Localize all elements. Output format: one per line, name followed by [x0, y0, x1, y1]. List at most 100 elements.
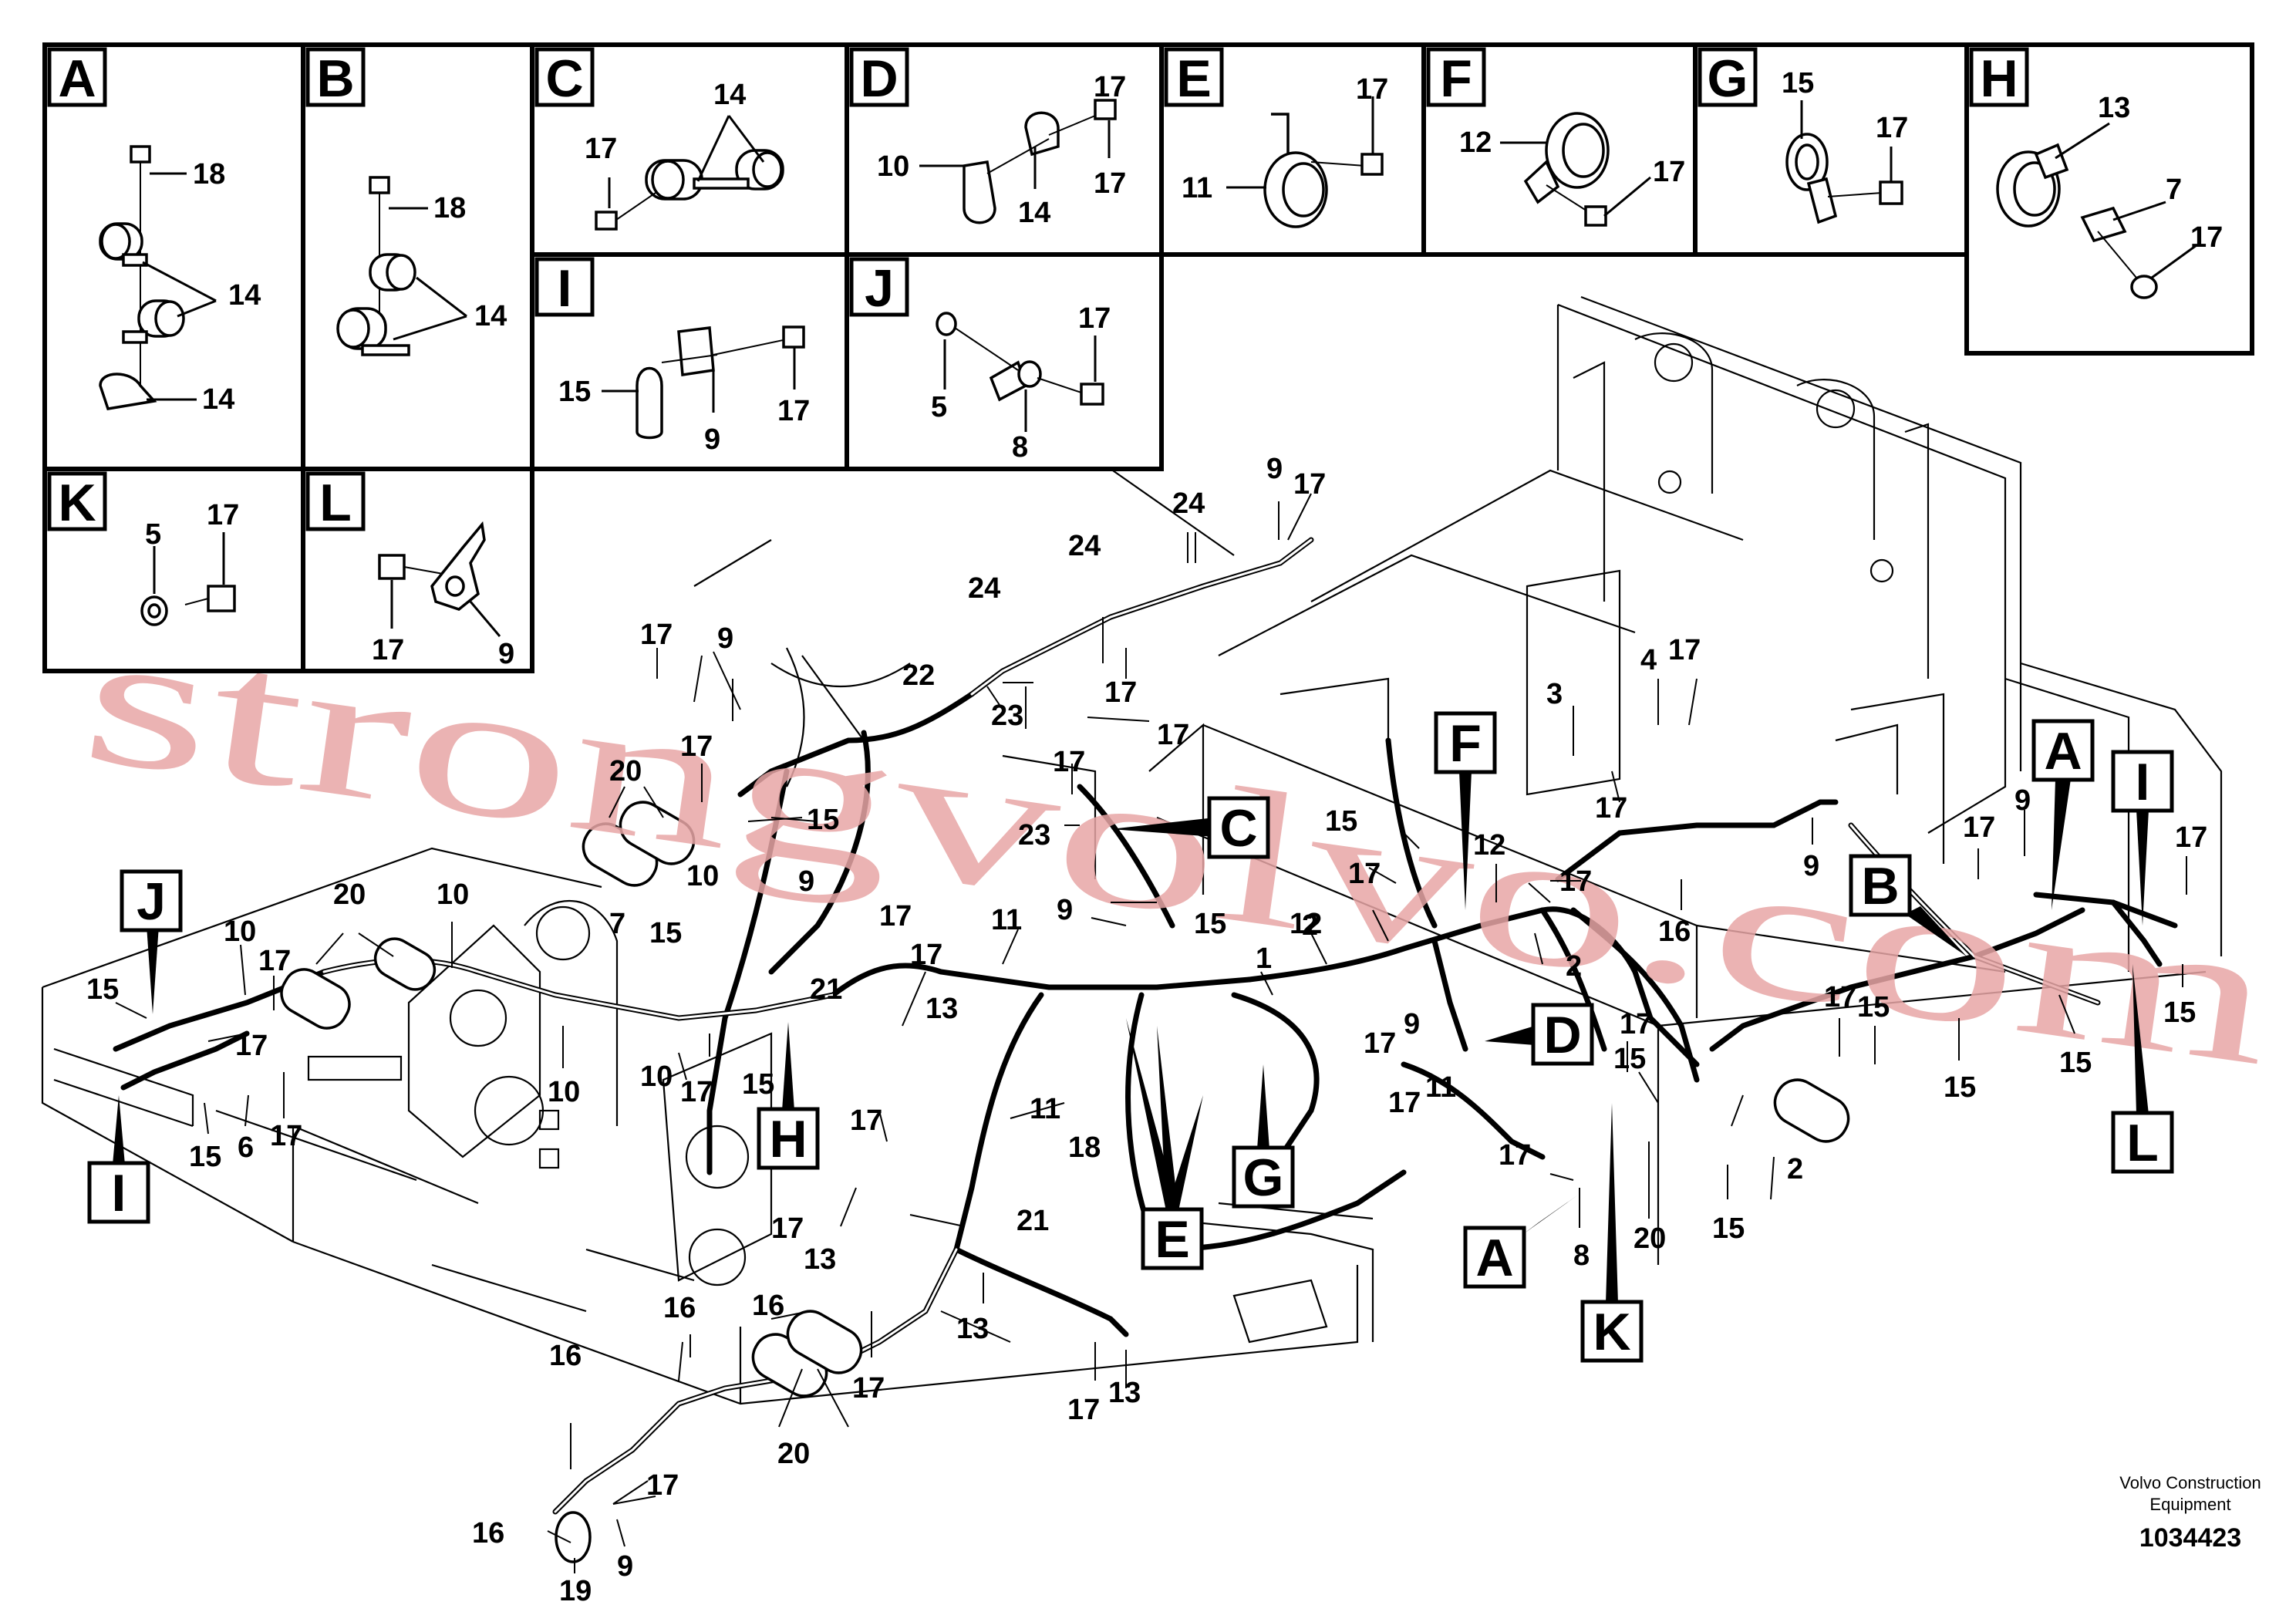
label-l-9: 9 [498, 638, 514, 670]
label-24: 24 [1068, 530, 1101, 562]
label-15: 15 [86, 973, 119, 1006]
callout-a-middle: A [1475, 1229, 1513, 1287]
label-17: 17 [1559, 865, 1592, 898]
panel-h-clamp: 13 7 17 [1996, 92, 2223, 299]
panel-letter-l: L [319, 474, 352, 532]
label-d-14: 14 [1018, 197, 1050, 229]
panel-j-clamp: 17 5 8 [931, 302, 1111, 464]
label-17: 17 [1293, 468, 1326, 501]
label-9: 9 [1404, 1008, 1420, 1040]
label-21: 21 [810, 973, 842, 1006]
callout-k: K [1593, 1303, 1630, 1361]
label-16: 16 [472, 1517, 504, 1549]
panel-letter-c: C [545, 49, 583, 108]
label-17: 17 [1104, 676, 1137, 709]
panel-d-clamps: 10 17 14 17 [877, 71, 1126, 229]
label-17: 17 [646, 1469, 679, 1502]
label-17: 17 [1348, 858, 1381, 890]
panel-letter-j: J [865, 259, 894, 318]
label-e-17: 17 [1356, 73, 1388, 106]
label-23: 23 [991, 700, 1023, 732]
callout-e: E [1155, 1210, 1189, 1269]
label-e-11: 11 [1182, 172, 1212, 204]
panel-a-clamps: 18 14 14 [99, 145, 261, 416]
label-20: 20 [609, 755, 642, 787]
label-15: 15 [2163, 996, 2196, 1029]
label-a-14b: 14 [202, 383, 234, 416]
panel-letter-d: D [860, 49, 898, 108]
label-17: 17 [1595, 792, 1627, 824]
credit-line-2: Equipment [2149, 1495, 2230, 1514]
part-labels: 17 9 17 20 15 20 10 10 17 15 17 15 6 17 … [86, 453, 2207, 1607]
label-23: 23 [1018, 819, 1050, 851]
label-15: 15 [649, 917, 682, 949]
label-15: 15 [189, 1141, 221, 1173]
label-17: 17 [879, 900, 912, 932]
panel-letter-g: G [1708, 49, 1748, 108]
label-16: 16 [752, 1290, 784, 1322]
label-6: 6 [238, 1131, 254, 1164]
label-2: 2 [1302, 909, 1318, 942]
label-c-17: 17 [585, 133, 617, 165]
label-17: 17 [640, 619, 673, 651]
label-17: 17 [852, 1372, 885, 1404]
panel-letter-f: F [1440, 49, 1472, 108]
callout-g: G [1243, 1148, 1284, 1207]
label-24: 24 [968, 572, 1000, 605]
label-9: 9 [1266, 453, 1283, 485]
label-15: 15 [2059, 1047, 2092, 1079]
label-1: 1 [1256, 943, 1272, 975]
label-17: 17 [1364, 1027, 1396, 1060]
label-17: 17 [1824, 981, 1856, 1013]
label-17: 17 [1963, 811, 1995, 844]
callout-b: B [1861, 857, 1899, 916]
label-k-17: 17 [207, 499, 239, 531]
label-9: 9 [798, 865, 814, 898]
label-10: 10 [548, 1076, 580, 1108]
callout-c: C [1219, 799, 1257, 858]
label-15: 15 [1944, 1071, 1976, 1104]
panel-c-clamps: 14 17 [585, 79, 784, 231]
label-2: 2 [1787, 1153, 1803, 1185]
label-15: 15 [1613, 1043, 1646, 1075]
callout-l: L [2126, 1114, 2159, 1172]
label-j-5: 5 [931, 391, 947, 423]
label-4: 4 [1640, 644, 1657, 676]
label-17: 17 [1157, 719, 1189, 751]
label-g-15: 15 [1782, 67, 1814, 99]
panel-letters: A B C D E F G H I J K L [47, 47, 2029, 532]
label-9: 9 [717, 622, 733, 655]
label-3: 3 [1546, 678, 1563, 710]
label-10: 10 [640, 1061, 673, 1093]
label-f-12: 12 [1459, 126, 1492, 159]
label-9: 9 [2014, 784, 2031, 817]
label-9: 9 [1057, 894, 1073, 926]
label-18: 18 [1068, 1131, 1101, 1164]
panel-k-washer: 5 17 [140, 499, 239, 626]
label-15: 15 [1712, 1212, 1745, 1245]
label-a-14: 14 [228, 279, 261, 312]
panel-letter-h: H [1980, 49, 2018, 108]
label-17: 17 [1499, 1139, 1531, 1172]
panel-l-clamp: 17 9 [372, 521, 514, 670]
callout-i-left: I [112, 1164, 126, 1222]
label-i-17: 17 [777, 395, 810, 427]
label-17: 17 [1388, 1087, 1421, 1119]
label-d-10: 10 [877, 150, 909, 183]
label-l-17: 17 [372, 634, 404, 666]
callout-d: D [1543, 1006, 1581, 1064]
label-13: 13 [925, 993, 958, 1025]
label-b-14: 14 [474, 300, 507, 332]
label-19: 19 [559, 1575, 592, 1607]
label-12: 12 [1290, 908, 1322, 940]
label-i-9: 9 [704, 423, 720, 456]
label-17: 17 [270, 1120, 302, 1152]
callout-a-right: A [2044, 722, 2082, 781]
label-8: 8 [1573, 1239, 1590, 1272]
callout-j: J [137, 872, 166, 931]
label-h-7: 7 [2166, 174, 2182, 206]
grommets [280, 801, 1850, 1563]
label-7: 7 [609, 908, 625, 940]
label-9: 9 [1803, 850, 1819, 882]
